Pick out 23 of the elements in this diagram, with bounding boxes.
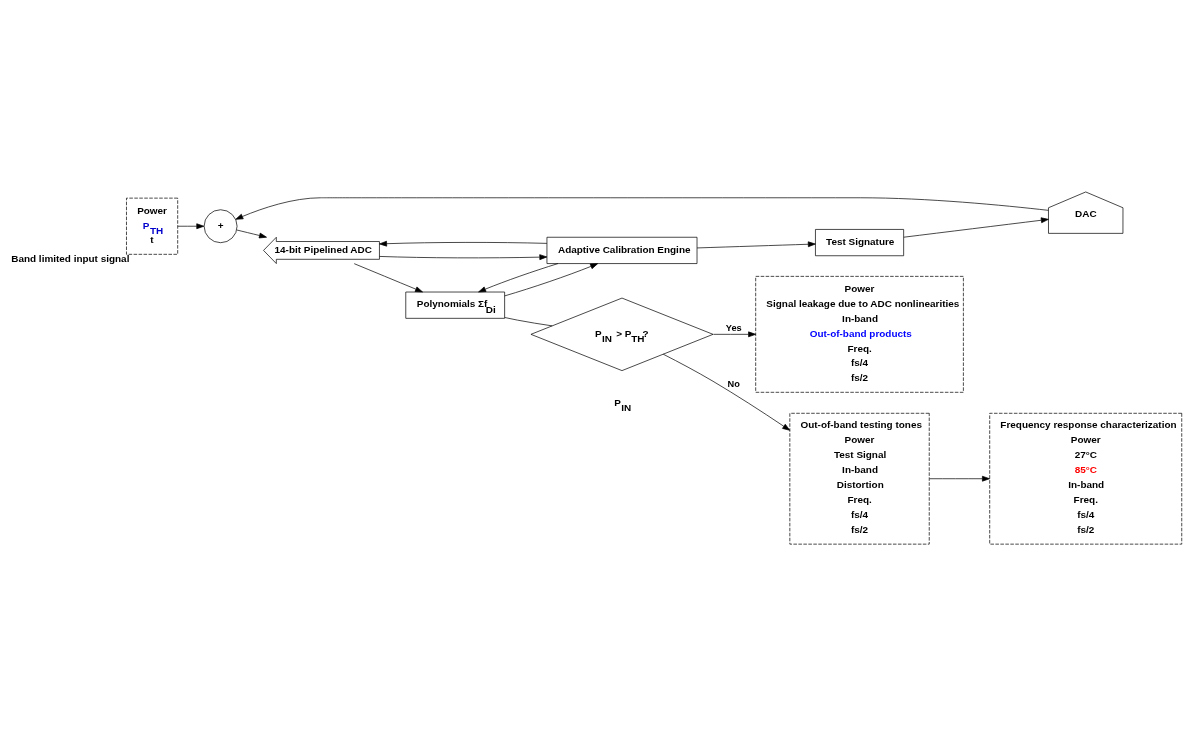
edge-label: No: [727, 379, 740, 390]
arrow: [903, 217, 1049, 238]
arrow: [236, 229, 267, 239]
arrow: [929, 475, 990, 482]
arrow: [353, 263, 423, 293]
node-box: Test Signature: [815, 229, 904, 257]
arrow: [662, 353, 791, 431]
connector: [504, 317, 553, 327]
arrow: [504, 263, 599, 297]
arrow: [696, 241, 816, 249]
arrow: [712, 331, 756, 338]
node-box: Out-of-band testing tones Power Test Signal In-band Distortion Freq. fs/4 fs/2: [789, 412, 930, 545]
node-box: Adaptive Calibration Engine: [546, 236, 698, 264]
node-box: Frequency response characterization Power 27°C 85°C In-band Freq. fs/4 fs/2: [989, 412, 1183, 545]
arrow: [379, 254, 548, 260]
arrow: [177, 223, 205, 230]
arrow: [235, 197, 1049, 220]
edge-label: Yes: [725, 323, 742, 334]
node-circle: +: [203, 209, 238, 244]
node-box: Power Signal leakage due to ADC nonlinearities In-band Out-of-band products Freq. fs/4 fs/2: [755, 276, 964, 393]
arrow: [379, 240, 548, 247]
arrow: [478, 263, 559, 293]
node-label: Band limited input signal: [11, 252, 130, 264]
